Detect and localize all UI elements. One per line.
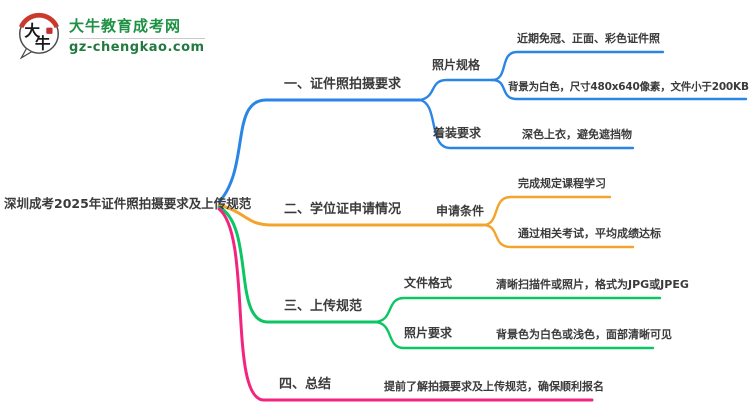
- branch2-leaf1: 完成规定课程学习: [518, 177, 606, 190]
- site-name: 大牛教育成考网: [69, 17, 182, 35]
- root-topic: 深圳成考2025年证件照拍摄要求及上传规范: [4, 196, 252, 211]
- branch2-leaf1-connector: [481, 195, 612, 227]
- logo-divider: [69, 38, 205, 39]
- branch3-child1-leaf1: 清晰扫描件或照片，格式为JPG或JPEG: [496, 278, 689, 291]
- branch1-child1-leaf1: 近期免冠、正面、彩色证件照: [517, 32, 660, 45]
- branch2-leaf2-connector: [481, 223, 635, 249]
- branch1-child1-leaf2: 背景为白色，尺寸480x640像素，文件小于200KB: [508, 81, 749, 93]
- branch1-child1-label: 照片规格: [432, 58, 481, 72]
- branch4-leaf1: 提前了解拍摄要求及上传规范，确保顺利报名: [384, 380, 604, 393]
- brand-icon-char-top: 大: [24, 21, 40, 40]
- branch4-connector: [217, 207, 594, 402]
- branch2-connector: [217, 203, 485, 227]
- branch2-label: 二、学位证申请情况: [284, 202, 402, 217]
- branch1-child1-leaf2-connector: [490, 78, 748, 101]
- brand-icon-char-bottom: 牛: [35, 34, 51, 53]
- brand-icon-red-arc: [18, 12, 60, 29]
- brand-icon-bubble-tail: [19, 47, 33, 60]
- branch1-child2-label: 着装要求: [433, 126, 482, 140]
- site-logo: 大 牛 大牛教育成考网 gz-chengkao.com: [15, 11, 205, 61]
- branch1-child1-leaf1-connector: [490, 50, 665, 82]
- branch2-leaf2: 通过相关考试，平均成绩达标: [518, 227, 661, 240]
- branch4-label: 四、总结: [279, 377, 332, 392]
- branch3-child1-label: 文件格式: [404, 276, 453, 290]
- branch3-child1-connector: [374, 296, 662, 324]
- branch1-child2-connector: [418, 98, 635, 150]
- branch3-child2-connector: [374, 320, 655, 350]
- branch3-connector: [217, 205, 378, 324]
- brand-icon: 大 牛: [18, 12, 60, 60]
- branch1-child1-connector: [418, 78, 494, 102]
- site-domain: gz-chengkao.com: [69, 40, 205, 55]
- branch2-child1-label: 申请条件: [436, 204, 485, 218]
- branch3-label: 三、上传规范: [284, 299, 363, 314]
- branch3-child2-label: 照片要求: [404, 326, 453, 340]
- branch1-child2-leaf1: 深色上衣，避免遮挡物: [522, 128, 632, 141]
- branch1-label: 一、证件照拍摄要求: [284, 77, 402, 92]
- logo-text-block: 大牛教育成考网 gz-chengkao.com: [69, 11, 205, 55]
- branch1-connector: [217, 98, 422, 204]
- branch3-child2-leaf1: 背景色为白色或浅色，面部清晰可见: [496, 328, 672, 341]
- brand-icon-seal: [46, 27, 53, 34]
